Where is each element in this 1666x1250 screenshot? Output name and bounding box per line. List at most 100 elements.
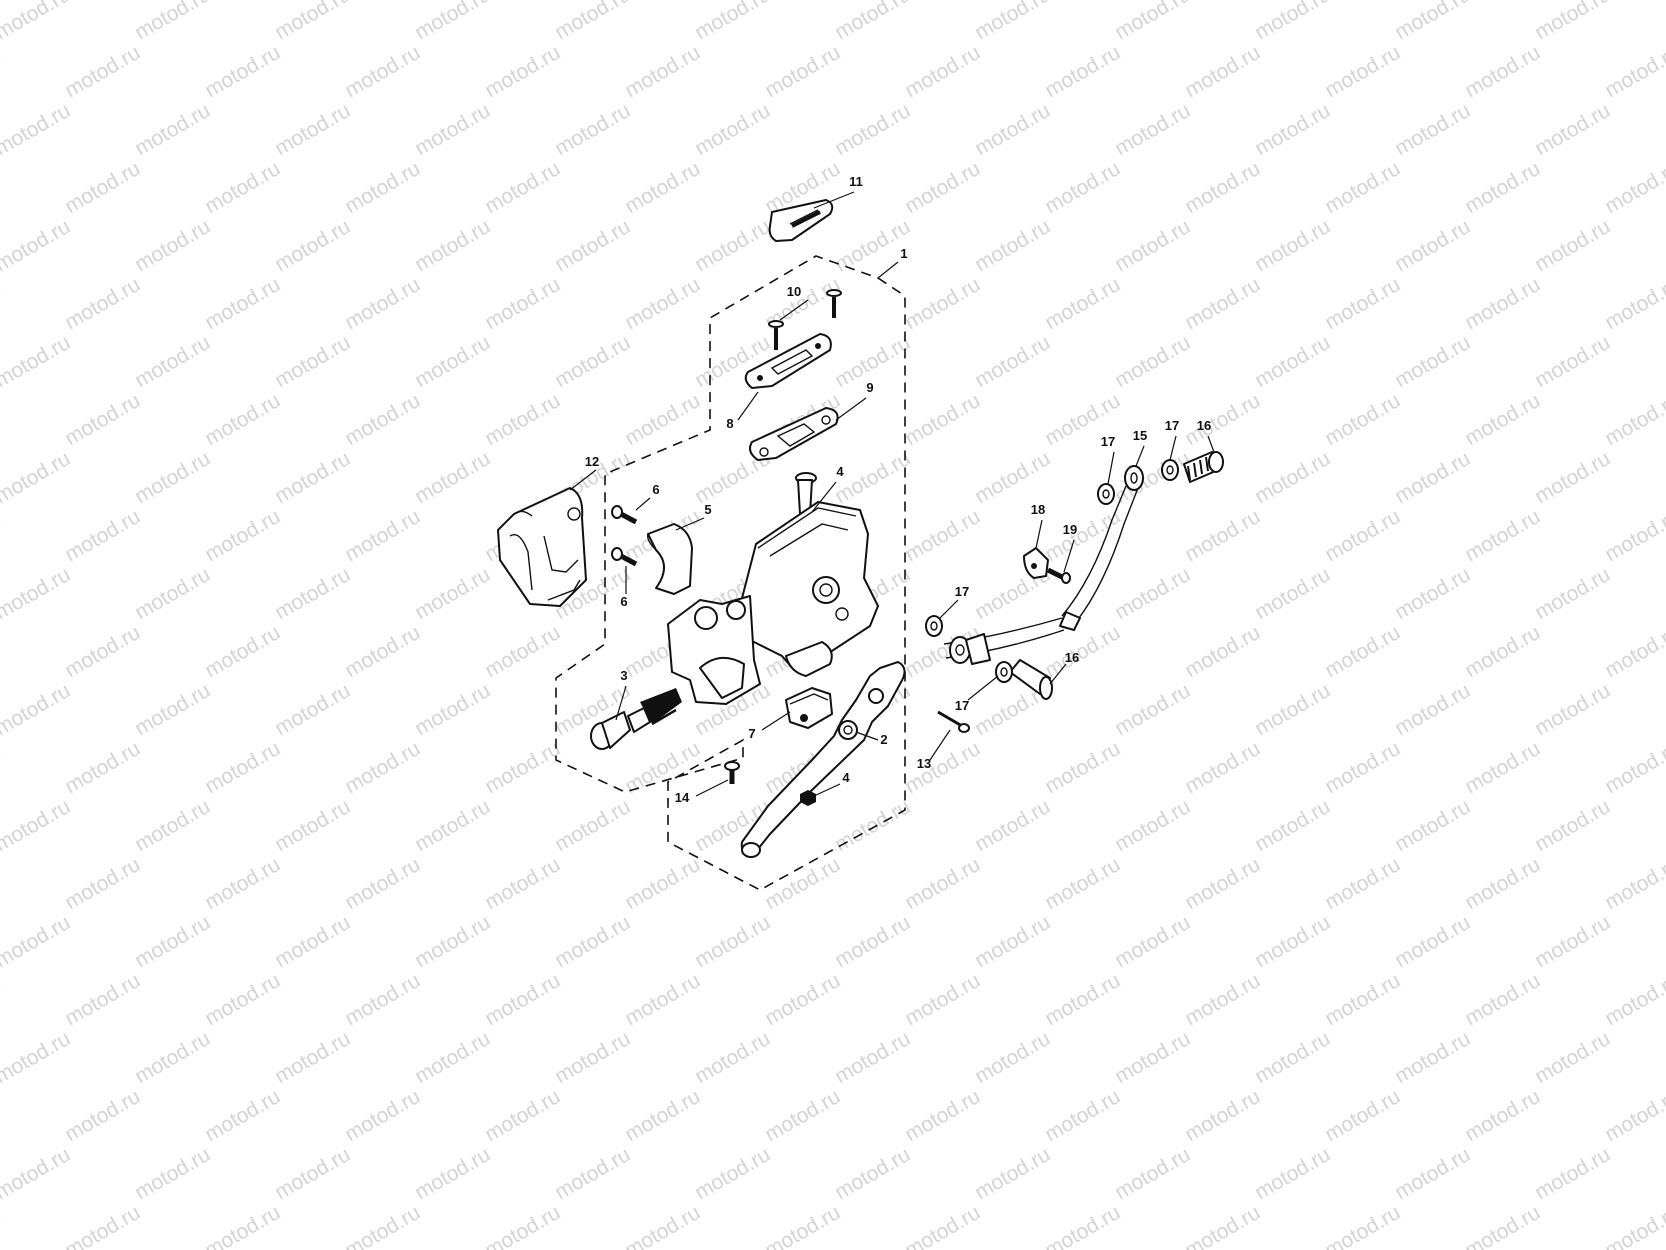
- watermark-text: motod.ru: [131, 99, 214, 160]
- watermark-text: motod.ru: [131, 795, 214, 856]
- watermark-text: motod.ru: [0, 447, 74, 508]
- reservoir-diaphragm: [749, 407, 839, 461]
- watermark-text: motod.ru: [1601, 969, 1666, 1030]
- banjo-bolt-lower: [1009, 659, 1053, 700]
- watermark-text: motod.ru: [411, 1143, 494, 1204]
- master-cylinder-piston: [590, 688, 682, 750]
- watermark-text: motod.ru: [0, 621, 4, 682]
- callout-label-c6a: 6: [652, 482, 659, 497]
- watermark-text: motod.ru: [271, 331, 354, 392]
- callout-leader-c17c: [1107, 451, 1115, 485]
- watermark-text: motod.ru: [761, 1201, 844, 1250]
- callout-label-c16a: 16: [1065, 650, 1079, 665]
- watermark-text: motod.ru: [1321, 1085, 1404, 1146]
- watermark-text: motod.ru: [201, 273, 284, 334]
- watermark-text: motod.ru: [1251, 0, 1334, 44]
- watermark-text: motod.ru: [0, 1143, 74, 1204]
- watermark-text: motod.ru: [1251, 911, 1334, 972]
- callout-leader-c16b: [1207, 435, 1215, 453]
- watermark-text: motod.ru: [61, 969, 144, 1030]
- watermark-text: motod.ru: [1251, 99, 1334, 160]
- watermark-text: motod.ru: [61, 853, 144, 914]
- watermark-text: motod.ru: [0, 99, 74, 160]
- watermark-text: motod.ru: [551, 215, 634, 276]
- callout-label-c16b: 16: [1197, 418, 1211, 433]
- watermark-text: motod.ru: [1531, 1143, 1614, 1204]
- watermark-text: motod.ru: [341, 969, 424, 1030]
- watermark-text: motod.ru: [691, 0, 774, 44]
- watermark-text: motod.ru: [1181, 505, 1264, 566]
- watermark-text: motod.ru: [1391, 1143, 1474, 1204]
- watermark-text: motod.ru: [341, 505, 424, 566]
- watermark-text: motod.ru: [1461, 41, 1544, 102]
- watermark-text: motod.ru: [131, 563, 214, 624]
- watermark-text: motod.ru: [1321, 157, 1404, 218]
- watermark-text: motod.ru: [411, 911, 494, 972]
- callout-leader-c12: [569, 469, 597, 491]
- watermark-text: motod.ru: [831, 0, 914, 44]
- watermark-text: motod.ru: [341, 1085, 424, 1146]
- watermark-text: motod.ru: [61, 505, 144, 566]
- watermark-text: motod.ru: [971, 795, 1054, 856]
- watermark-text: motod.ru: [201, 969, 284, 1030]
- callout-leader-c5: [675, 517, 705, 531]
- callout-label-c17d: 17: [1165, 418, 1179, 433]
- watermark-text: motod.ru: [1461, 505, 1544, 566]
- watermark-text: motod.ru: [0, 853, 4, 914]
- watermark-text: motod.ru: [1321, 389, 1404, 450]
- watermark-text: motod.ru: [201, 505, 284, 566]
- watermark-text: motod.ru: [551, 1143, 634, 1204]
- watermark-text: motod.ru: [1111, 331, 1194, 392]
- watermark-text: motod.ru: [341, 1201, 424, 1250]
- watermark-text: motod.ru: [971, 447, 1054, 508]
- assembly-boundary: [555, 255, 906, 891]
- watermark-text: motod.ru: [971, 1027, 1054, 1088]
- callout-leader-c17a: [939, 599, 959, 619]
- watermark-text: motod.ru: [201, 621, 284, 682]
- watermark-text: motod.ru: [551, 1027, 634, 1088]
- watermark-text: motod.ru: [1041, 41, 1124, 102]
- watermark-text: motod.ru: [0, 41, 4, 102]
- clamp-screw-upper: [611, 505, 638, 525]
- watermark-text: motod.ru: [971, 0, 1054, 44]
- callout-leader-c7: [761, 711, 791, 731]
- watermark-text: motod.ru: [0, 969, 4, 1030]
- reservoir-cover-plate: [744, 333, 832, 389]
- watermark-text: motod.ru: [201, 41, 284, 102]
- watermark-text: motod.ru: [621, 1085, 704, 1146]
- callout-leader-c10: [779, 299, 809, 321]
- watermark-text: motod.ru: [1391, 99, 1474, 160]
- callout-leader-c15: [1135, 445, 1145, 467]
- watermark-text: motod.ru: [201, 1201, 284, 1250]
- callout-leader-c9: [835, 397, 867, 421]
- watermark-text: motod.ru: [1251, 1143, 1334, 1204]
- watermark-text: motod.ru: [271, 447, 354, 508]
- callout-label-c4a: 4: [836, 464, 844, 479]
- callout-label-c19: 19: [1063, 522, 1077, 537]
- watermark-text: motod.ru: [131, 331, 214, 392]
- callout-leader-c13: [929, 729, 951, 761]
- watermark-text: motod.ru: [831, 1027, 914, 1088]
- callout-leader-c14: [695, 779, 729, 797]
- watermark-text: motod.ru: [0, 679, 74, 740]
- watermark-text: motod.ru: [1251, 679, 1334, 740]
- watermark-text: motod.ru: [1601, 853, 1666, 914]
- watermark-text: motod.ru: [1391, 563, 1474, 624]
- watermark-text: motod.ru: [271, 563, 354, 624]
- watermark-text: motod.ru: [691, 215, 774, 276]
- watermark-text: motod.ru: [551, 99, 634, 160]
- watermark-text: motod.ru: [971, 1143, 1054, 1204]
- callout-leader-c16a: [1049, 663, 1067, 685]
- watermark-text: motod.ru: [1461, 621, 1544, 682]
- watermark-text: motod.ru: [0, 911, 74, 972]
- sealing-washer-lower-right: [995, 661, 1013, 683]
- watermark-text: motod.ru: [1461, 1085, 1544, 1146]
- watermark-text: motod.ru: [411, 563, 494, 624]
- watermark-text: motod.ru: [971, 911, 1054, 972]
- watermark-text: motod.ru: [0, 0, 74, 44]
- watermark-text: motod.ru: [691, 911, 774, 972]
- callout-leader-c4a: [811, 481, 837, 513]
- callout-leader-c3: [615, 685, 627, 721]
- watermark-text: motod.ru: [1531, 679, 1614, 740]
